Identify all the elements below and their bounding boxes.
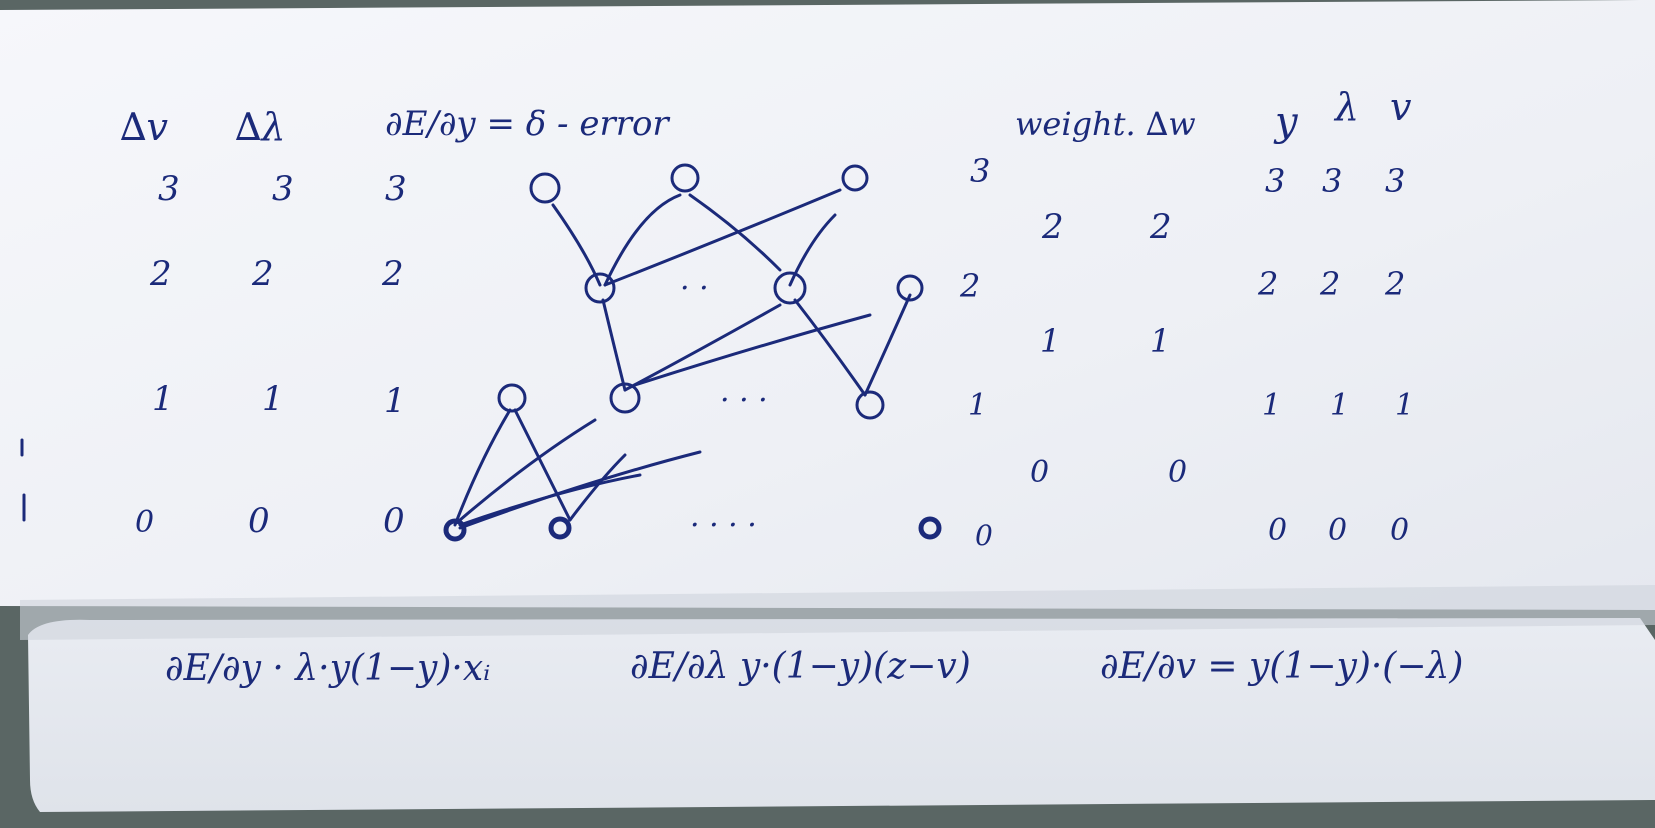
right-col2-0: 0 xyxy=(1328,513,1347,548)
right-col3-3: 3 xyxy=(1385,162,1405,200)
header-delta-lambda: ∆λ xyxy=(235,105,286,149)
edge xyxy=(551,203,602,287)
edge xyxy=(453,408,512,527)
right-col3-1: 1 xyxy=(1395,388,1414,423)
left-table: 3 2 1 0 3 2 1 0 3 2 1 0 xyxy=(135,169,407,541)
paper-sheet xyxy=(0,0,1655,610)
header-lambda: λ xyxy=(1333,85,1359,129)
edge xyxy=(788,213,837,287)
weight-col1-2: 2 xyxy=(1041,207,1064,247)
header-derivative-error: ∂E/∂y = δ - error xyxy=(385,104,670,144)
network-node xyxy=(773,271,807,305)
ellipsis-layer0: · · · · xyxy=(690,508,757,543)
left-col1-3: 3 xyxy=(158,169,180,209)
right-col2-2: 2 xyxy=(1319,265,1340,303)
network-node xyxy=(584,272,616,304)
edge xyxy=(568,453,627,522)
network-node xyxy=(548,516,572,540)
layer-number-3: 3 xyxy=(970,152,990,190)
layer-number-2: 2 xyxy=(959,267,980,305)
edge xyxy=(633,313,872,387)
network-node xyxy=(529,172,561,204)
formula-weight-gradient: ∂E/∂y · λ·y(1−y)·xᵢ xyxy=(165,648,490,689)
left-col2-0: 0 xyxy=(248,501,270,541)
left-col3-1: 1 xyxy=(384,381,406,421)
network-node xyxy=(896,274,924,302)
network-node xyxy=(609,382,641,414)
left-col3-3: 3 xyxy=(385,169,407,209)
weight-col2-2: 2 xyxy=(1149,207,1172,247)
right-col1-0: 0 xyxy=(1268,513,1287,548)
edge xyxy=(458,450,702,530)
right-col1-1: 1 xyxy=(1262,388,1281,423)
right-col2-1: 1 xyxy=(1330,388,1349,423)
edge xyxy=(603,193,682,287)
paper-strip xyxy=(28,618,1655,812)
edge xyxy=(513,408,572,522)
weight-col2-1: 1 xyxy=(1150,322,1170,360)
left-col1-1: 1 xyxy=(152,379,174,419)
left-col2-1: 1 xyxy=(262,379,284,419)
ellipsis-layer2: · · xyxy=(680,271,709,306)
edge xyxy=(601,298,627,392)
network-diagram: · · · · · · · · · 3 2 1 0 xyxy=(443,152,993,552)
network-node xyxy=(855,390,885,420)
right-col1-3: 3 xyxy=(1265,162,1285,200)
header-v: v xyxy=(1390,85,1412,129)
right-col3-2: 2 xyxy=(1384,265,1405,303)
formula-lambda-gradient: ∂E/∂λ y·(1−y)(z−v) xyxy=(630,646,971,687)
right-col3-0: 0 xyxy=(1390,513,1409,548)
right-table: 3 2 1 0 3 2 1 0 3 2 1 0 xyxy=(1257,162,1414,548)
weight-col2-0: 0 xyxy=(1168,455,1187,490)
formula-v-gradient: ∂E/∂v = y(1−y)·(−λ) xyxy=(1100,646,1463,687)
edge xyxy=(458,418,597,522)
left-col2-2: 2 xyxy=(251,254,274,294)
left-col3-2: 2 xyxy=(381,254,404,294)
edge xyxy=(863,293,912,397)
edge xyxy=(793,298,867,397)
layer-number-1: 1 xyxy=(968,388,987,423)
ellipsis-layer1: · · · xyxy=(720,383,768,418)
edge xyxy=(603,188,842,287)
formulas: ∂E/∂y · λ·y(1−y)·xᵢ ∂E/∂λ y·(1−y)(z−v) ∂… xyxy=(165,646,1463,689)
header-weight: weight. ∆w xyxy=(1015,105,1196,143)
left-col3-0: 0 xyxy=(383,501,405,541)
header-delta-v: ∆v xyxy=(120,105,169,149)
left-col1-2: 2 xyxy=(149,254,172,294)
left-col2-3: 3 xyxy=(272,169,294,209)
weights-table: 2 1 0 2 1 0 xyxy=(1030,207,1187,490)
right-col1-2: 2 xyxy=(1257,265,1278,303)
network-node xyxy=(841,164,869,192)
weight-col1-0: 0 xyxy=(1030,455,1049,490)
right-col2-3: 3 xyxy=(1322,162,1342,200)
edge xyxy=(688,193,782,272)
layer-number-0: 0 xyxy=(975,519,993,552)
network-node xyxy=(497,383,527,413)
edge xyxy=(623,303,782,392)
header-y: y xyxy=(1273,99,1299,145)
network-node xyxy=(918,516,942,540)
network-node xyxy=(443,518,467,542)
left-col1-0: 0 xyxy=(135,505,154,540)
network-node xyxy=(670,163,700,193)
weight-col1-1: 1 xyxy=(1040,322,1060,360)
